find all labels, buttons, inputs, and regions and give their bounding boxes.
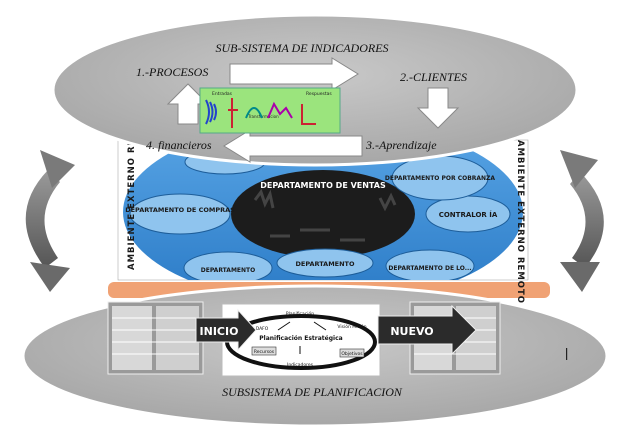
indicadores-title: SUB-SISTEMA DE INDICADORES <box>215 41 388 55</box>
dept-bottom-right-label: DEPARTAMENTO DE LO... <box>388 265 471 272</box>
planning-label-0: Planificación <box>286 310 314 317</box>
dept-bottom-left <box>183 251 273 280</box>
planning-label-3: Recursos <box>254 349 275 355</box>
arrow-up-left <box>166 83 210 125</box>
ambiente-left-label: AMBIENTE EXTERNO REMOTO <box>127 106 137 270</box>
dept-bottom-left-label: DEPARTAMENTO <box>201 267 255 274</box>
left-cycle-arrow <box>25 150 75 292</box>
left-table-image <box>107 301 204 375</box>
thumb-label-0: Entradas <box>212 91 233 97</box>
dept-compras-label: DEPARTAMENTO DE COMPRAS <box>125 206 235 214</box>
right-cycle-arrow <box>560 150 604 292</box>
item-clientes: 2.-CLIENTES <box>400 70 467 84</box>
inicio-arrow <box>195 308 257 352</box>
thumb-label-1: Transformacion <box>247 114 279 119</box>
planning-label-5: DAFO <box>256 326 269 332</box>
ambiente-right-label: AMBIENTE EXTERNO REMOTO <box>515 140 525 304</box>
dept-bottom-center <box>276 248 374 278</box>
nuevo-arrow <box>377 304 477 356</box>
item-financieros: 4. financieros <box>146 138 212 152</box>
planning-label-1: Visión Misión <box>337 323 366 330</box>
arrow-down-right <box>416 87 460 129</box>
process-thumbnail: Entradas Transformacion Respuestas <box>199 87 341 134</box>
arrow-right-top <box>229 57 359 91</box>
planning-label-2: Objetivos <box>341 351 363 357</box>
dept-bottom-center-label: DEPARTAMENTO <box>295 260 354 268</box>
dept-contraloria-label: CONTRALOR ÍA <box>439 210 498 219</box>
planning-image: Planificación Estratégica Planificación … <box>221 303 381 377</box>
dept-bottom-right <box>385 249 475 280</box>
item-aprendizaje: 3.-Aprendizaje <box>365 138 437 152</box>
planificacion-title: SUBSISTEMA DE PLANIFICACION <box>222 385 403 399</box>
item-procesos: 1.-PROCESOS <box>136 65 208 79</box>
organization-band: DEPARTAMENTO DE VENTAS DEPARTAMENTO DE C… <box>117 106 529 304</box>
nuevo-label: NUEVO <box>390 325 433 338</box>
cursor-mark <box>566 348 568 360</box>
dept-cobranza-label: DEPARTAMENTO POR COBRANZA <box>385 175 495 182</box>
planning-label-4: Indicadores <box>287 362 314 368</box>
dept-compras <box>129 193 231 235</box>
arrow-left-bottom <box>223 129 363 163</box>
indicadores-ellipse: SUB-SISTEMA DE INDICADORES 1.-PROCESOS 2… <box>51 13 579 167</box>
planning-center-title: Planificación Estratégica <box>259 335 342 342</box>
thumb-label-2: Respuestas <box>306 91 332 97</box>
planificacion-ellipse: Planificación Estratégica Planificación … <box>21 284 609 428</box>
ventas-title: DEPARTAMENTO DE VENTAS <box>260 181 386 190</box>
inicio-label: INICIO <box>200 325 239 338</box>
